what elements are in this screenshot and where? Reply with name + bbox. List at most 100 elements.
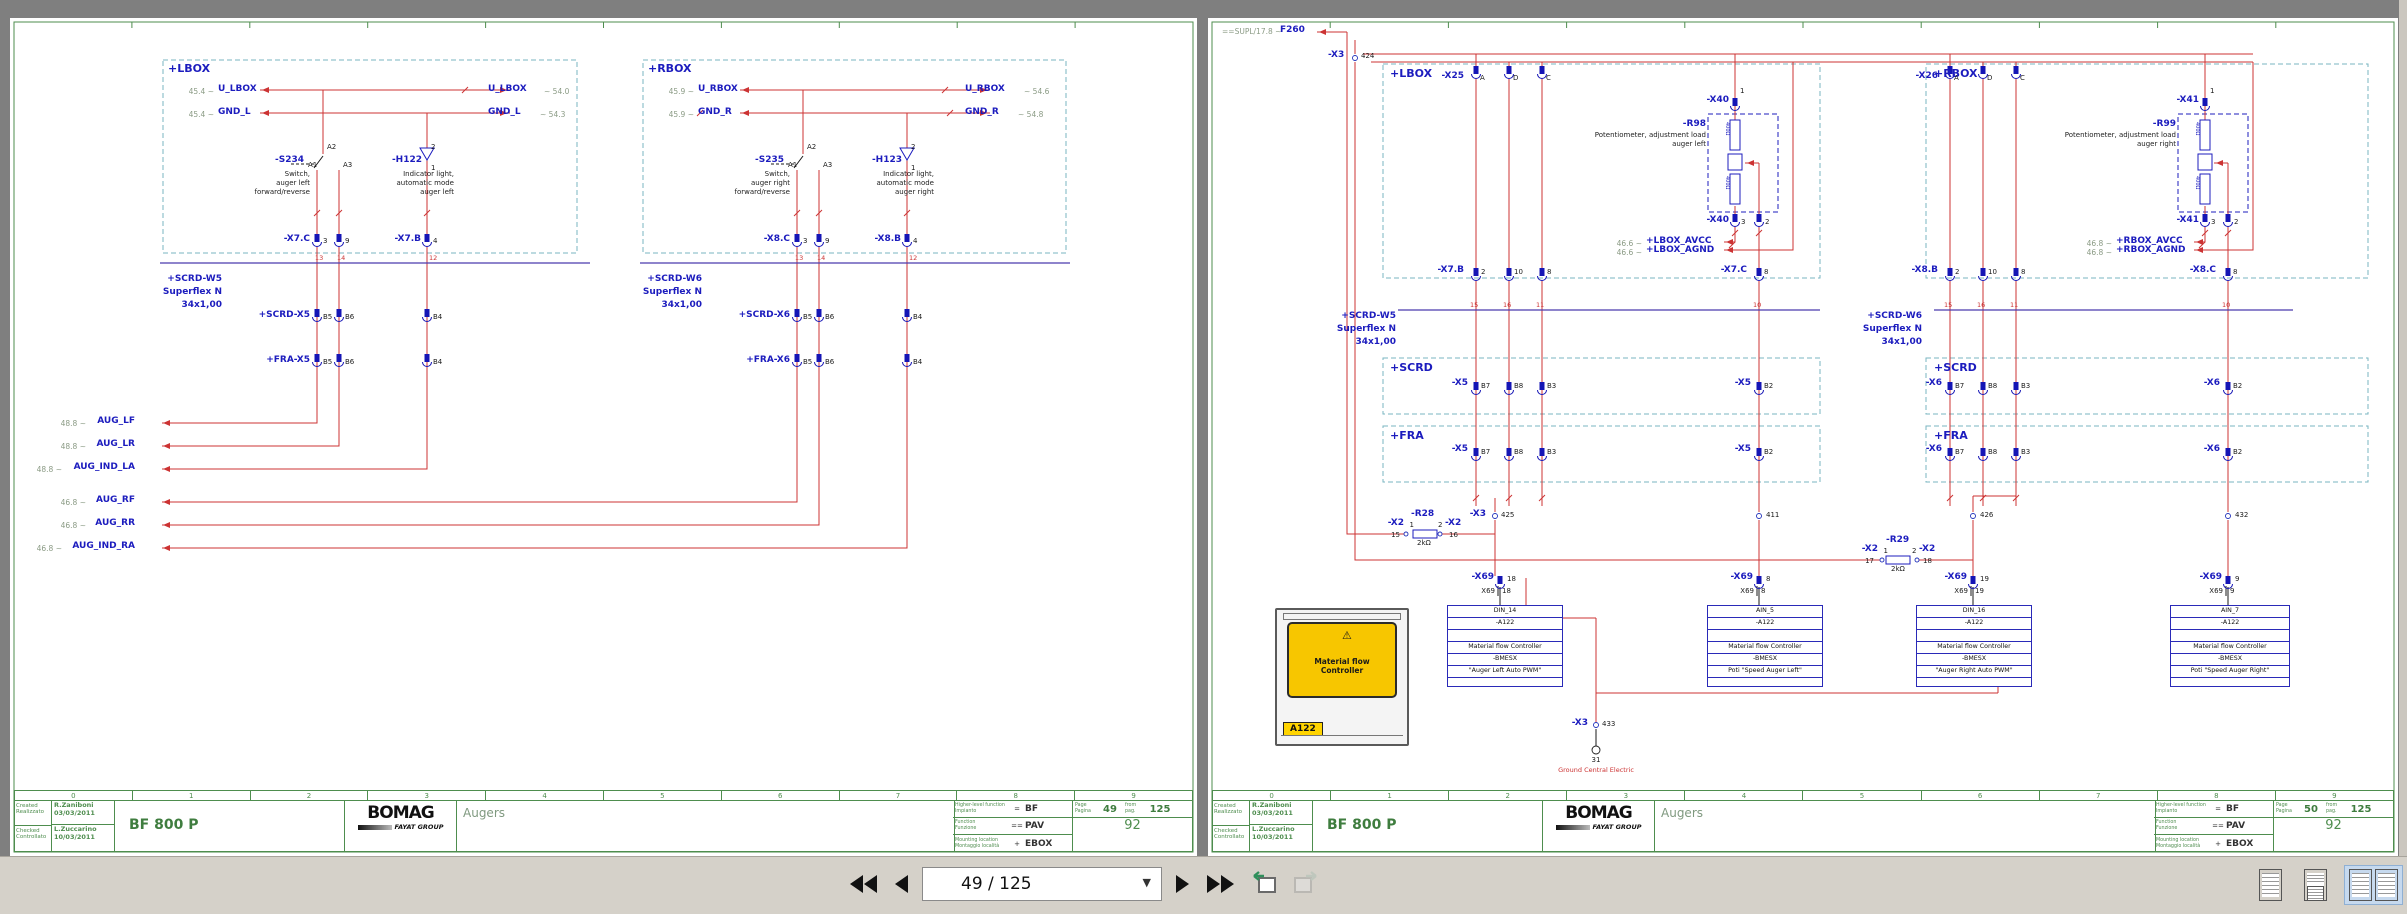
page-number-combobox[interactable]: 49 / 125 ▼ <box>922 867 1162 901</box>
schematic-label: B4 <box>433 313 443 321</box>
vertical-scrollbar[interactable] <box>2399 0 2407 856</box>
device-foot <box>1281 735 1403 746</box>
schematic-label: 34x1,00 <box>661 300 702 310</box>
ruler-number: 5 <box>602 791 721 800</box>
schematic-label: 1 <box>1409 521 1414 529</box>
single-page-layout-button[interactable] <box>2254 865 2287 905</box>
schematic-label: 19 <box>1975 587 1984 595</box>
function-row-value: EBOX <box>2226 838 2254 849</box>
dropdown-arrow-icon[interactable]: ▼ <box>1142 876 1151 889</box>
next-page-button[interactable] <box>1172 871 1193 897</box>
function-row-symbol: = <box>2215 805 2221 813</box>
schematic-label: 46.8 ~ <box>2086 239 2112 248</box>
function-row: Higher-level function Impianto=BF <box>2154 801 2273 818</box>
schematic-label: 12 <box>429 254 438 262</box>
schematic-label: 18 <box>1502 587 1511 595</box>
schematic-label: 1 <box>2210 87 2215 95</box>
schematic-label: +RBOX_AGND <box>2116 245 2186 255</box>
schematic-label: -X6 <box>1925 444 1942 454</box>
schematic-label: -X6 <box>2203 444 2220 454</box>
schematic-label: -X2 <box>1445 518 1462 528</box>
schematic-label: 1 <box>911 164 916 172</box>
two-page-icon-right <box>2375 869 2398 901</box>
function-row: Mounting location Montaggio località+EBO… <box>2154 835 2273 852</box>
schematic-label: B6 <box>345 313 355 321</box>
schematic-label: 15 <box>1470 301 1479 309</box>
function-row-label: Higher-level function Impianto <box>2156 803 2206 814</box>
first-page-button[interactable] <box>846 871 881 897</box>
function-row-symbol: = <box>1014 805 1020 813</box>
previous-page-button[interactable] <box>891 871 912 897</box>
schematic-label: 2 <box>1912 547 1917 555</box>
schematic-label: -X40 <box>1706 215 1729 225</box>
schematic-label: 411 <box>1766 511 1780 519</box>
function-row-value: BF <box>1025 804 1039 814</box>
function-row: Mounting location Montaggio località+EBO… <box>953 835 1072 852</box>
schematic-label: AUG_LR <box>96 439 135 449</box>
schematic-label: ~ 54.3 <box>540 110 566 119</box>
ruler-number: 0 <box>71 792 76 800</box>
controller-box-row: -A122 <box>2171 618 2289 630</box>
schematic-label: 34x1,00 <box>1355 337 1396 347</box>
schematic-label: 8 <box>1764 268 1769 276</box>
schematic-label: Switch, <box>764 170 790 178</box>
schematic-label: X69 <box>1740 587 1754 595</box>
function-row-label: Higher-level function Impianto <box>955 803 1005 814</box>
function-row-label: Function Funzione <box>955 820 977 831</box>
controller-box-row: Poti "Speed Auger Right" <box>2171 666 2289 678</box>
previous-view-icon <box>1253 870 1276 893</box>
ruler-number: 6 <box>720 791 839 800</box>
checked-label: Checked Controllato <box>1214 828 1245 841</box>
schematic-label: B7 <box>1481 382 1491 390</box>
schematic-label: 400Ω <box>2194 122 2200 136</box>
ruler-number: 8 <box>956 791 1074 800</box>
schematic-label: A <box>1480 74 1485 82</box>
schematic-label: 1 <box>1740 87 1745 95</box>
schematic-label: ~ 54.8 <box>1018 110 1044 119</box>
next-view-button[interactable] <box>1290 868 1322 901</box>
schematic-label: forward/reverse <box>254 188 310 196</box>
ruler-number: 5 <box>1802 791 1920 800</box>
schematic-label: ~ 54.0 <box>544 87 570 96</box>
from-label: from pag. <box>2326 803 2338 814</box>
schematic-label: 1 <box>1883 547 1888 555</box>
schematic-label: 426 <box>1980 511 1994 519</box>
schematic-label: 48.8 ~ <box>60 419 86 428</box>
schematic-label: +LBOX_AGND <box>1646 245 1715 255</box>
schematic-label: B2 <box>1764 382 1774 390</box>
ruler-number: 4 <box>485 791 603 800</box>
last-page-button[interactable] <box>1203 871 1238 897</box>
schematic-label: 15 <box>1391 531 1400 539</box>
controller-box-row <box>1708 630 1822 642</box>
two-page-layout-button[interactable] <box>2344 865 2403 905</box>
brand-subtitle: FAYAT GROUP <box>345 823 456 831</box>
page-layout-toolbar <box>2254 865 2403 905</box>
schematic-label: auger right <box>750 179 790 187</box>
schematic-label: 400Ω <box>2194 176 2200 190</box>
brand-subtitle: FAYAT GROUP <box>1543 823 1654 831</box>
from-label: from pag. <box>1125 803 1137 814</box>
schematic-label: 3 <box>2211 218 2216 226</box>
schematic-label: F260 <box>1280 25 1305 35</box>
schematic-label: 4 <box>433 237 438 245</box>
function-row-value: PAV <box>1025 821 1045 831</box>
schematic-label: 14 <box>817 254 826 262</box>
total-pages: 125 <box>2350 803 2372 815</box>
ruler-number: 4 <box>1684 791 1802 800</box>
previous-view-button[interactable] <box>1248 868 1280 901</box>
continuous-layout-button[interactable] <box>2299 865 2332 905</box>
schematic-label: auger right <box>894 188 934 196</box>
schematic-label: 2 <box>2234 218 2239 226</box>
schematic-label: 46.6 ~ <box>1616 248 1642 257</box>
schematic-label: 46.8 ~ <box>60 498 86 507</box>
